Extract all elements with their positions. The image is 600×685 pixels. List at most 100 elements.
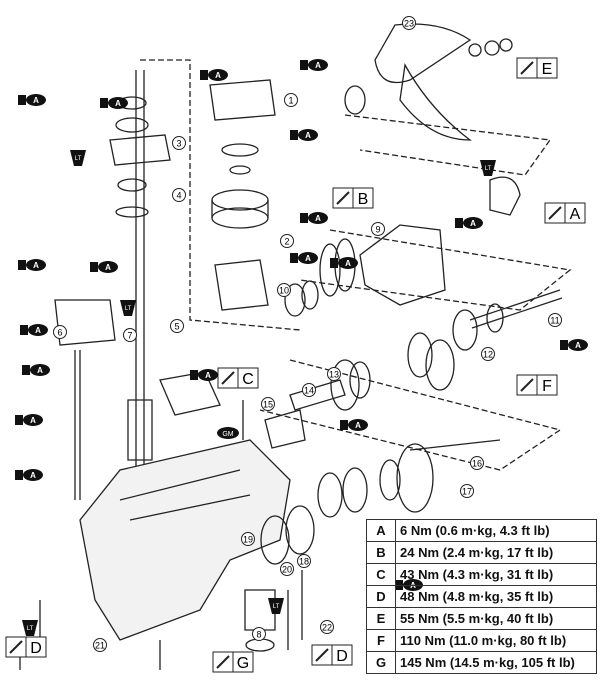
callout-number: 3	[176, 139, 181, 149]
sealant-marker: A	[22, 364, 50, 376]
callout-number: 2	[284, 237, 289, 247]
svg-text:A: A	[355, 421, 361, 430]
svg-text:A: A	[215, 71, 221, 80]
wrench-icon	[221, 371, 235, 385]
torque-value-cell: 110 Nm (11.0 m·kg, 80 ft lb)	[395, 629, 597, 652]
wrench-icon	[520, 378, 534, 392]
callout-number: 17	[462, 487, 472, 497]
sealant-marker: A	[190, 369, 218, 381]
callout-18: 18	[297, 554, 311, 568]
callout-number: 1	[288, 96, 293, 106]
wrench-icon	[9, 640, 23, 654]
torque-letter-cell: G	[366, 651, 396, 674]
svg-text:LT: LT	[125, 306, 132, 312]
svg-text:LT: LT	[273, 604, 280, 610]
sealant-marker: A	[290, 252, 318, 264]
callout-4: 4	[172, 188, 186, 202]
callout-number: 13	[329, 370, 339, 380]
sealant-marker: A	[20, 324, 48, 336]
callout-number: 11	[550, 316, 559, 326]
torque-letter: B	[358, 191, 369, 208]
svg-text:A: A	[30, 471, 36, 480]
sealant-marker: A	[200, 69, 228, 81]
svg-text:A: A	[305, 254, 311, 263]
callout-14: 14	[302, 383, 316, 397]
callout-number: 12	[483, 350, 493, 360]
assembly-line	[140, 59, 301, 331]
callout-11: 11	[548, 313, 562, 327]
svg-text:A: A	[205, 371, 211, 380]
diagram-parts	[19, 23, 572, 670]
torque-label-F: F	[516, 374, 558, 396]
callout-number: 16	[472, 459, 482, 469]
sealant-marker: A	[300, 212, 328, 224]
callout-number: 5	[174, 322, 179, 332]
svg-text:LT: LT	[27, 626, 34, 632]
svg-text:A: A	[35, 326, 41, 335]
callout-21: 21	[93, 638, 107, 652]
torque-letter: D	[336, 648, 348, 665]
locktite-marker: LT	[70, 150, 86, 166]
sealant-marker: A	[18, 94, 46, 106]
locktite-marker: LT	[22, 620, 38, 636]
callout-number: 6	[57, 328, 62, 338]
wrench-icon	[336, 191, 350, 205]
torque-letter: F	[542, 378, 552, 395]
callout-9: 9	[371, 222, 385, 236]
propeller-shaft-housing	[359, 224, 446, 306]
reverse-gear	[396, 443, 434, 513]
svg-text:A: A	[315, 214, 321, 223]
callout-12: 12	[481, 347, 495, 361]
callout-15: 15	[261, 397, 275, 411]
svg-text:A: A	[115, 99, 121, 108]
torque-letter: E	[542, 61, 553, 78]
svg-text:A: A	[30, 416, 36, 425]
callout-22: 22	[320, 620, 334, 634]
svg-text:A: A	[575, 341, 581, 350]
locktite-marker: LT	[480, 160, 496, 176]
svg-text:GM: GM	[222, 431, 233, 438]
callout-number: 23	[404, 19, 414, 29]
svg-text:A: A	[105, 263, 111, 272]
torque-letter-cell: A	[366, 519, 396, 542]
svg-text:A: A	[33, 261, 39, 270]
torque-label-D: D	[311, 644, 353, 666]
svg-text:A: A	[315, 61, 321, 70]
callout-number: 22	[322, 623, 332, 633]
callout-3: 3	[172, 136, 186, 150]
torque-value-cell: 48 Nm (4.8 m·kg, 35 ft lb)	[395, 585, 597, 608]
sealant-marker: A	[100, 97, 128, 109]
torque-label-D: D	[5, 636, 47, 658]
svg-text:LT: LT	[485, 166, 492, 172]
callout-7: 7	[123, 328, 137, 342]
callout-number: 18	[299, 557, 309, 567]
callout-6: 6	[53, 325, 67, 339]
sealant-marker: A	[90, 261, 118, 273]
callout-16: 16	[470, 456, 484, 470]
wrench-icon	[520, 61, 534, 75]
torque-label-G: G	[212, 651, 254, 673]
sealant-marker: A	[455, 217, 483, 229]
svg-text:A: A	[470, 219, 476, 228]
sealant-marker: A	[340, 419, 368, 431]
torque-value-cell: 43 Nm (4.3 m·kg, 31 ft lb)	[395, 563, 597, 586]
torque-label-B: B	[332, 187, 374, 209]
callout-number: 4	[176, 191, 181, 201]
torque-value-cell: 6 Nm (0.6 m·kg, 4.3 ft lb)	[395, 519, 597, 542]
callout-8: 8	[252, 627, 266, 641]
svg-text:A: A	[305, 131, 311, 140]
wrench-icon	[548, 206, 562, 220]
callout-17: 17	[460, 484, 474, 498]
callout-number: 14	[304, 386, 314, 396]
callout-number: 9	[375, 225, 380, 235]
torque-letter: D	[30, 640, 42, 657]
